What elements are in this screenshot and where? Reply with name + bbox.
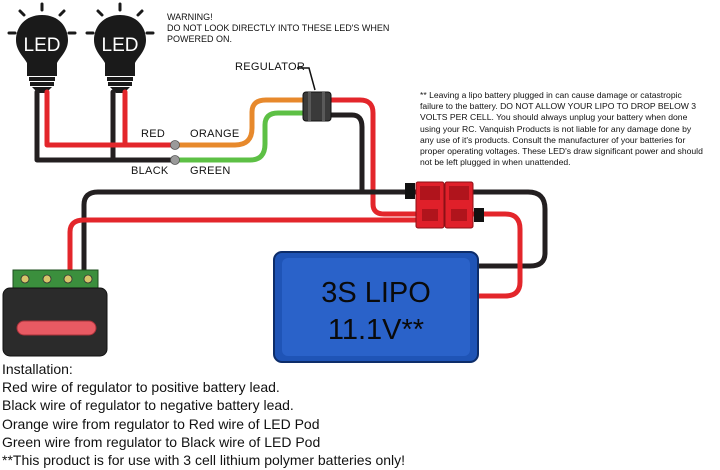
orange-wire xyxy=(172,97,308,148)
green-wire xyxy=(172,110,308,163)
regulator-callout-line xyxy=(297,67,316,91)
warning-text: WARNING! DO NOT LOOK DIRECTLY INTO THESE… xyxy=(167,12,389,45)
instructions-title: Installation: xyxy=(2,361,73,377)
green-label: GREEN xyxy=(190,165,231,177)
battery-type: 3S LIPO xyxy=(321,277,431,309)
warning-line-2: DO NOT LOOK DIRECTLY INTO THESE LED'S WH… xyxy=(167,23,390,33)
battery-voltage: 11.1V** xyxy=(328,314,424,346)
warning-line-3: POWERED ON. xyxy=(167,34,233,44)
red-label: RED xyxy=(141,128,166,140)
led-bulb-1: LED xyxy=(7,2,77,93)
instruction-line-2: Black wire of regulator to negative batt… xyxy=(2,397,294,414)
led-red-wire-1 xyxy=(44,89,178,148)
splice-dot-black xyxy=(170,155,180,165)
led-label-1: LED xyxy=(24,35,61,56)
deans-connector-left xyxy=(405,181,445,229)
warning-title: WARNING! xyxy=(167,12,213,22)
led-label-2: LED xyxy=(102,35,139,56)
battery-black-wire xyxy=(467,189,548,269)
instruction-line-5: **This product is for use with 3 cell li… xyxy=(2,452,406,469)
orange-label: ORANGE xyxy=(190,128,240,140)
light-rays-icon xyxy=(85,2,155,35)
installation-instructions: Installation: Red wire of regulator to p… xyxy=(2,360,405,469)
led-bulb-2: LED xyxy=(85,2,155,93)
instruction-line-4: Green wire from regulator to Black wire … xyxy=(2,433,321,450)
instruction-line-1: Red wire of regulator to positive batter… xyxy=(2,379,280,396)
regulator xyxy=(302,91,332,122)
main-black-wire xyxy=(81,189,421,281)
splice-dot-red xyxy=(170,140,180,150)
regulator-red-wire xyxy=(327,97,421,217)
regulator-label: REGULATOR xyxy=(235,61,306,73)
regulator-black-wire xyxy=(327,112,365,195)
light-rays-icon xyxy=(7,2,77,35)
deans-connector-right xyxy=(444,181,484,229)
led-black-wire-1 xyxy=(34,89,178,163)
main-red-wire xyxy=(67,217,421,281)
switch-module xyxy=(2,269,108,357)
black-label: BLACK xyxy=(131,165,169,177)
safety-note: ** Leaving a lipo battery plugged in can… xyxy=(420,90,703,168)
instruction-line-3: Orange wire from regulator to Red wire o… xyxy=(2,415,320,432)
lipo-battery: 3S LIPO 11.1V** xyxy=(273,251,479,363)
battery-red-wire xyxy=(467,211,523,299)
